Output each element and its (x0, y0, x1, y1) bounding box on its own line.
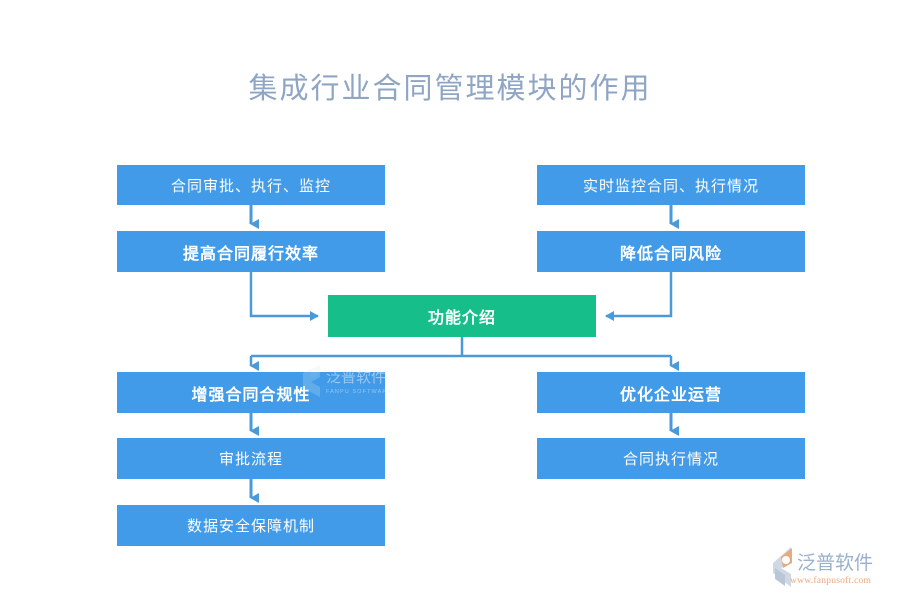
logo-url: www.fanpusoft.com (790, 575, 872, 586)
node-contract-execution-status[interactable]: 合同执行情况 (537, 438, 805, 479)
node-optimize-enterprise-operation[interactable]: 优化企业运营 (537, 372, 805, 413)
node-realtime-monitor-contract-execution[interactable]: 实时监控合同、执行情况 (537, 165, 805, 205)
page-title: 集成行业合同管理模块的作用 (248, 73, 652, 105)
node-data-security-mechanism[interactable]: 数据安全保障机制 (117, 505, 385, 546)
node-improve-contract-performance[interactable]: 提高合同履行效率 (117, 231, 385, 272)
node-reduce-contract-risk[interactable]: 降低合同风险 (537, 231, 805, 272)
node-enhance-contract-compliance[interactable]: 增强合同合规性 (117, 372, 385, 413)
node-approval-process[interactable]: 审批流程 (117, 438, 385, 479)
node-contract-approval-execution-monitor[interactable]: 合同审批、执行、监控 (117, 165, 385, 205)
node-function-introduction[interactable]: 功能介绍 (328, 295, 596, 337)
brand-logo: 泛普软件 www.fanpusoft.com (768, 540, 892, 592)
logo-mark (773, 547, 792, 587)
logo-brand-cn: 泛普软件 (797, 552, 873, 574)
